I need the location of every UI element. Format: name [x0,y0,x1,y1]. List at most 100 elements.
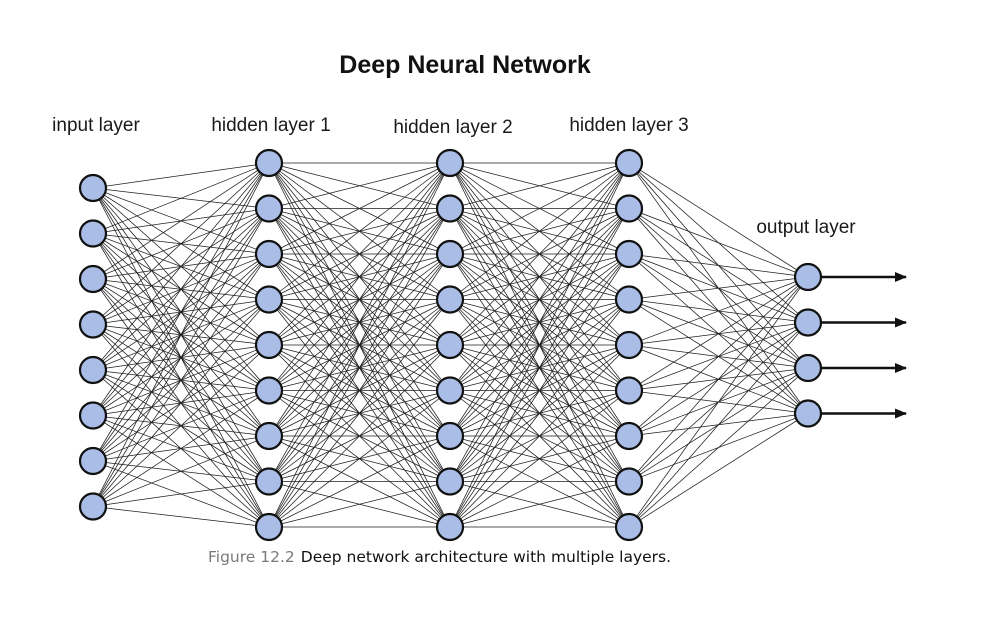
connection-edge [92,162,270,507]
connection-edge [92,344,270,507]
input-node [78,492,108,521]
connection-edge [92,299,270,507]
hidden-1-node [254,194,284,223]
connection-edge [628,276,809,528]
connection-edge [449,162,630,209]
connection-edge [268,162,451,391]
hidden-3-node [614,194,644,223]
connection-edge [92,162,270,189]
connection-edge [628,253,809,278]
hidden-3-node [614,376,644,405]
hidden-1-node [254,239,284,269]
connection-edge [449,162,630,346]
hidden-1-node [254,330,284,360]
connection-edge [449,162,630,528]
connection-edge [92,390,270,507]
connection-edge [628,276,809,482]
connection-edge [268,162,451,528]
output-node [793,399,823,428]
connection-edge [449,162,630,391]
connection-edge [628,276,809,391]
connection-edge [449,162,630,255]
connection-edge [268,390,451,528]
connection-edge [628,276,809,300]
hidden-2-node [435,330,465,360]
connection-edge [268,344,451,528]
connection-edge [449,162,630,482]
hidden-3-node [614,285,644,314]
connections [92,162,809,528]
connection-edge [268,162,451,482]
hidden-2-node [435,239,465,269]
connection-edge [449,299,630,528]
hidden-1-node [254,148,284,178]
connection-edge [449,344,630,528]
connection-edge [92,162,270,416]
hidden-1-node [254,467,284,496]
layer-label-hidden-3: hidden layer 3 [569,115,688,136]
hidden-3-node [614,512,644,542]
hidden-2-node [435,285,465,314]
hidden-2-node [435,194,465,223]
hidden-2-node [435,148,465,178]
connection-edge [268,435,451,528]
connection-edge [92,162,270,325]
input-node [78,446,108,476]
layer-label-input: input layer [52,115,140,136]
hidden-3-node [614,330,644,360]
connection-edge [92,162,270,462]
connection-edge [449,162,630,437]
connection-edge [92,506,270,528]
connection-edge [628,162,809,278]
output-node [793,262,823,292]
connection-edge [449,390,630,528]
connection-edge [449,253,630,528]
connection-edge [92,162,270,280]
hidden-3-node [614,239,644,269]
input-node [78,401,108,430]
connection-edge [628,276,809,437]
layer-label-output: output layer [756,217,856,238]
hidden-2-node [435,467,465,496]
connection-edge [268,162,451,255]
connection-edge [268,481,451,528]
connection-edge [92,481,270,507]
hidden-3-node [614,421,644,451]
connection-edge [268,162,451,300]
connection-edge [92,253,270,507]
connection-edge [268,253,451,528]
hidden-1-node [254,376,284,405]
connection-edge [628,367,809,528]
hidden-3-node [614,467,644,496]
hidden-1-node [254,285,284,314]
hidden-1-node [254,512,284,542]
hidden-2-node [435,421,465,451]
connection-edge [268,299,451,528]
diagram-title: Deep Neural Network [339,51,591,79]
layer-label-hidden-2: hidden layer 2 [393,117,512,138]
connection-edge [449,435,630,528]
connection-edge [268,162,451,346]
connection-edge [628,208,809,278]
neurons [78,148,823,542]
input-node [78,310,108,339]
connection-edge [92,208,270,507]
connection-edge [449,481,630,528]
connection-edge [268,162,451,209]
output-arrows [821,272,907,419]
figure-number: Figure 12.2 [208,548,295,566]
hidden-3-node [614,148,644,178]
connection-edge [268,162,451,437]
output-node [793,308,823,337]
output-node [793,353,823,383]
connection-edge [449,162,630,300]
hidden-2-node [435,512,465,542]
connection-edge [628,413,809,528]
connection-edge [628,276,809,346]
hidden-1-node [254,421,284,451]
connection-edge [268,208,451,528]
connection-edge [92,162,270,371]
connection-edge [628,322,809,528]
